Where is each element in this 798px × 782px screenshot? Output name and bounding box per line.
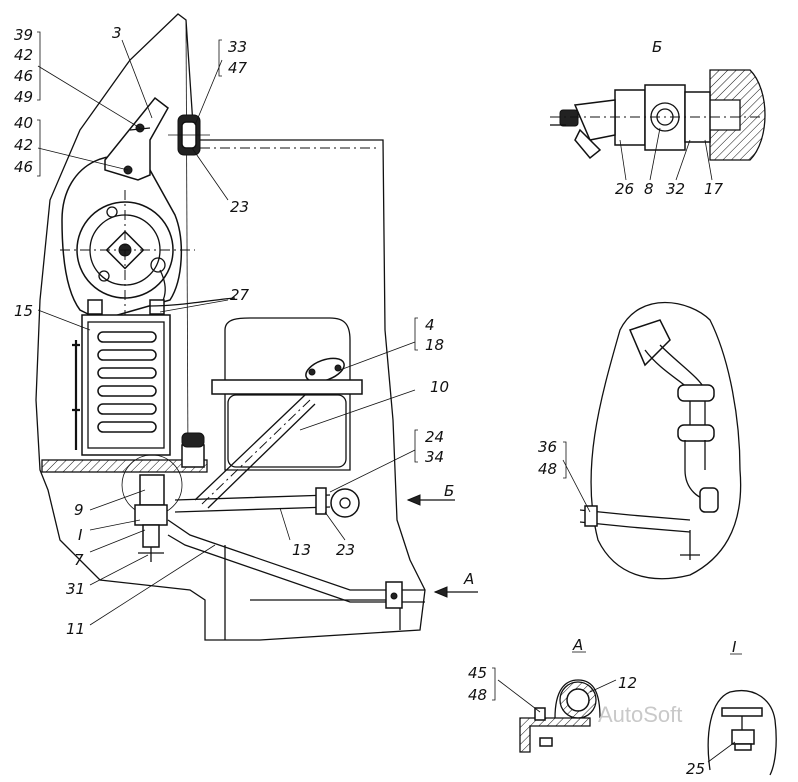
detail-i — [707, 690, 777, 776]
callout-26: 26 — [615, 180, 634, 198]
callout-13: 13 — [292, 541, 311, 559]
wall-section — [709, 69, 766, 161]
callout-17: 17 — [704, 180, 724, 198]
callout-18: 18 — [425, 336, 444, 354]
callout-40: 40 — [14, 114, 33, 132]
pipe-10 — [194, 357, 345, 509]
top-valve — [168, 114, 380, 156]
callout-8: 8 — [644, 180, 654, 198]
heater-radiator — [72, 299, 171, 456]
callout-7: 7 — [74, 551, 84, 569]
callout-42-top: 42 — [14, 46, 33, 64]
brackets — [37, 31, 567, 701]
callout-25: 25 — [686, 760, 705, 778]
callout-3: 3 — [112, 24, 122, 42]
callout-11: 11 — [66, 620, 85, 638]
tank — [211, 317, 363, 471]
callout-15: 15 — [14, 302, 33, 320]
view-a-arrow-label: А — [463, 570, 474, 588]
detail-a — [519, 679, 601, 753]
damper-lever — [104, 96, 169, 181]
watermark: AutoSoft — [598, 702, 682, 727]
callout-34: 34 — [425, 448, 444, 466]
radiator-fins — [97, 331, 157, 433]
callout-23-bottom: 23 — [336, 541, 355, 559]
callout-48-right: 48 — [538, 460, 557, 478]
lower-frame — [224, 545, 401, 640]
callout-45: 45 — [468, 664, 487, 682]
callout-10: 10 — [430, 378, 449, 396]
main-view — [35, 13, 426, 641]
view-i-title: I — [732, 638, 737, 656]
pipe-11 — [167, 519, 425, 609]
view-b-arrow-label: Б — [444, 482, 454, 500]
callout-32: 32 — [666, 180, 685, 198]
callout-48-detail: 48 — [468, 686, 487, 704]
view-b-detail — [550, 69, 766, 161]
view-a-title: А — [572, 636, 583, 654]
arrow-a — [433, 586, 478, 598]
leader-lines — [37, 39, 736, 763]
callout-49: 49 — [14, 88, 33, 106]
callout-23-top: 23 — [230, 198, 249, 216]
callout-33: 33 — [228, 38, 247, 56]
callout-labels: 3 39 42 46 49 40 42 46 33 47 23 27 15 4 … — [14, 24, 724, 778]
guide-line — [185, 19, 189, 461]
callout-46-bottom: 46 — [14, 158, 33, 176]
view-b-title: Б — [652, 38, 662, 56]
pipe-13 — [174, 487, 360, 518]
callout-4: 4 — [425, 316, 435, 334]
callout-46-top: 46 — [14, 67, 33, 85]
callout-27: 27 — [230, 286, 250, 304]
heater-housing — [60, 155, 195, 321]
callout-9: 9 — [74, 501, 84, 519]
callout-24: 24 — [425, 428, 444, 446]
lower-fitting — [121, 432, 205, 562]
callout-12: 12 — [618, 674, 637, 692]
cab-wall-outline — [35, 13, 426, 641]
callout-I-main: I — [78, 526, 83, 544]
arrow-b — [406, 494, 455, 506]
wire-27 — [149, 297, 236, 307]
pipe-detail-right — [579, 301, 742, 580]
callout-36: 36 — [538, 438, 557, 456]
floor-plate — [41, 459, 208, 473]
callout-47: 47 — [228, 59, 248, 77]
callout-31: 31 — [66, 580, 85, 598]
view-labels: Б Б А А I — [444, 38, 737, 656]
callout-42-bottom: 42 — [14, 136, 33, 154]
callout-39: 39 — [14, 26, 33, 44]
